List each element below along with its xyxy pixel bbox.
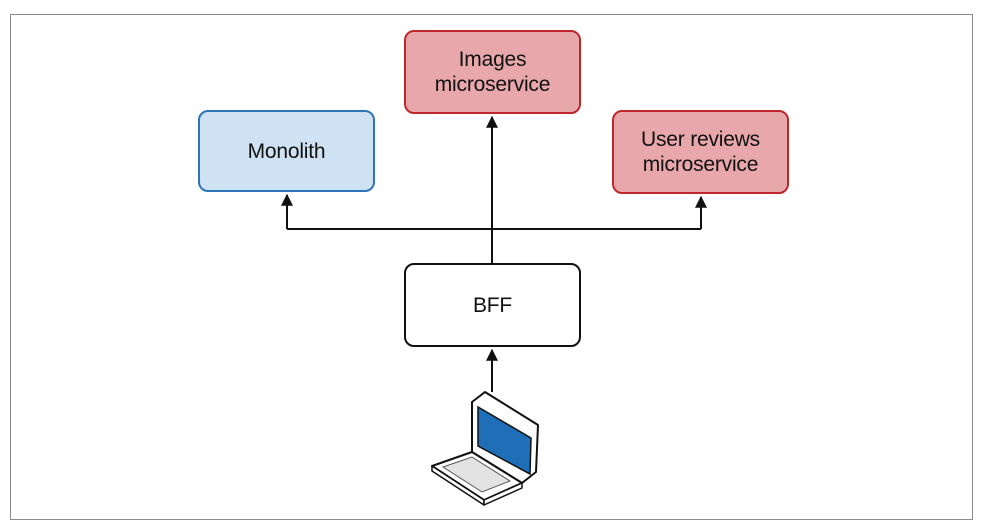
monolith-node: Monolith: [198, 110, 375, 192]
user-reviews-microservice-label: User reviews microservice: [641, 128, 760, 176]
monolith-label: Monolith: [247, 139, 326, 163]
images-microservice-label: Images microservice: [434, 48, 551, 96]
images-microservice-node: Images microservice: [404, 30, 581, 114]
user-reviews-microservice-node: User reviews microservice: [612, 110, 789, 194]
bff-label: BFF: [472, 293, 513, 317]
laptop-icon: [431, 391, 539, 506]
bff-node: BFF: [404, 263, 581, 347]
